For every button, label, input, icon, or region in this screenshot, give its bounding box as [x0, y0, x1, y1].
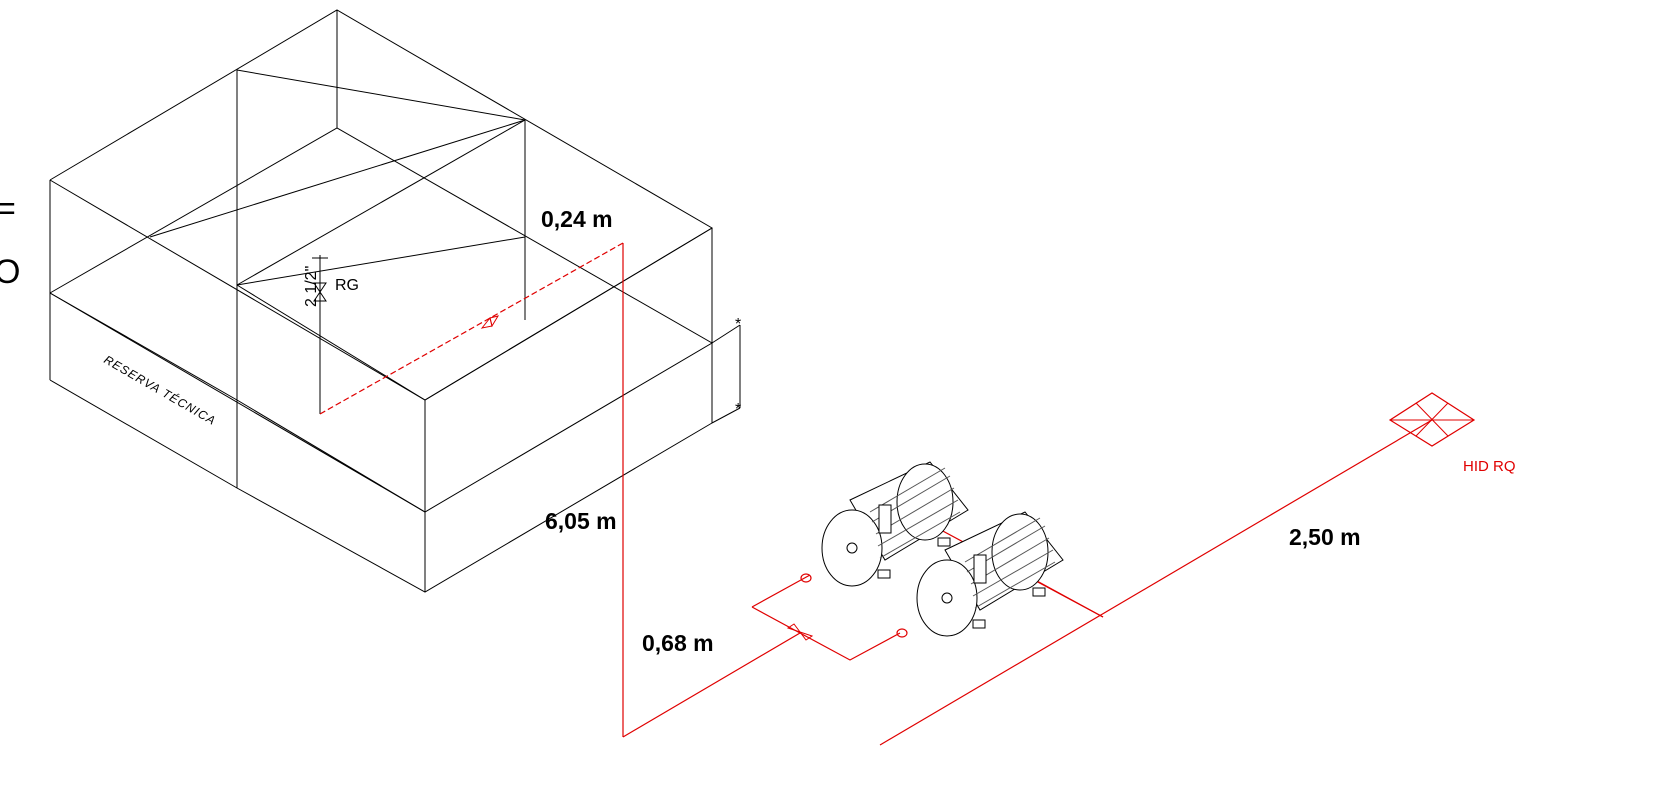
dim-label-top: 0,24 m: [541, 206, 613, 232]
edge-glyph-bottom: O: [0, 253, 20, 291]
dim-label-low: 0,68 m: [642, 630, 714, 656]
valve-icon: [480, 315, 500, 329]
edge-glyph-top: =: [0, 190, 16, 228]
dim-tick-top: *: [735, 316, 741, 333]
dim-label-mid: 6,05 m: [545, 508, 617, 534]
pump-icon: [821, 461, 969, 587]
fitting-icon: [800, 573, 812, 583]
reservoir-wireframe: * *: [49, 9, 741, 593]
fitting-icon: [896, 628, 908, 638]
hydrant-icon: [1388, 392, 1476, 447]
valve-tag-label: RG: [335, 277, 359, 294]
suction-riser: 2 1/2" RG: [303, 255, 359, 414]
hydrant-label: HID RQ: [1463, 458, 1516, 475]
tank-area-label: RESERVA TÉCNICA: [102, 352, 220, 429]
valve-icon: [786, 623, 814, 641]
pump-icon: [916, 511, 1064, 637]
pipe-diameter-label: 2 1/2": [303, 266, 320, 307]
valve-icon: [313, 282, 327, 302]
dim-tick-bottom: *: [735, 401, 741, 418]
dim-label-right: 2,50 m: [1289, 524, 1361, 550]
